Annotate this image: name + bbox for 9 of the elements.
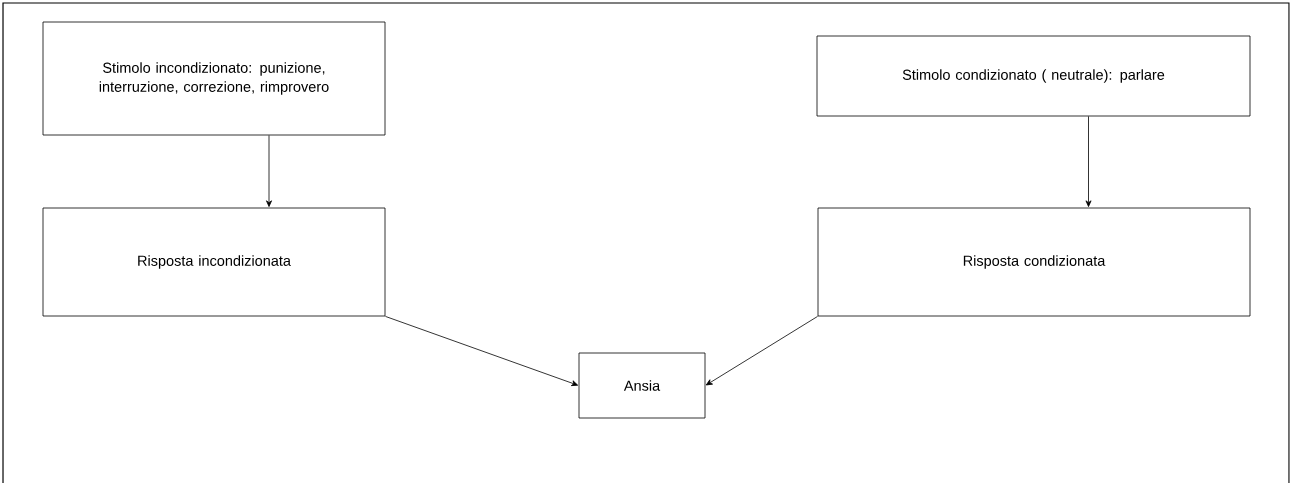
arrow	[266, 135, 272, 207]
arrow	[705, 316, 818, 386]
text-box: Ansia	[578, 352, 706, 419]
arrow	[1085, 116, 1092, 207]
text-box: Stimolo condizionato ( neutrale): parlare	[816, 35, 1251, 117]
text-box: Stimolo incondizionato: punizione, interruzione, correzione, rimprovero	[42, 21, 386, 136]
text-box: Risposta condizionata	[817, 207, 1251, 317]
text-box: Risposta incondizionata	[42, 207, 386, 317]
arrow	[385, 316, 579, 386]
